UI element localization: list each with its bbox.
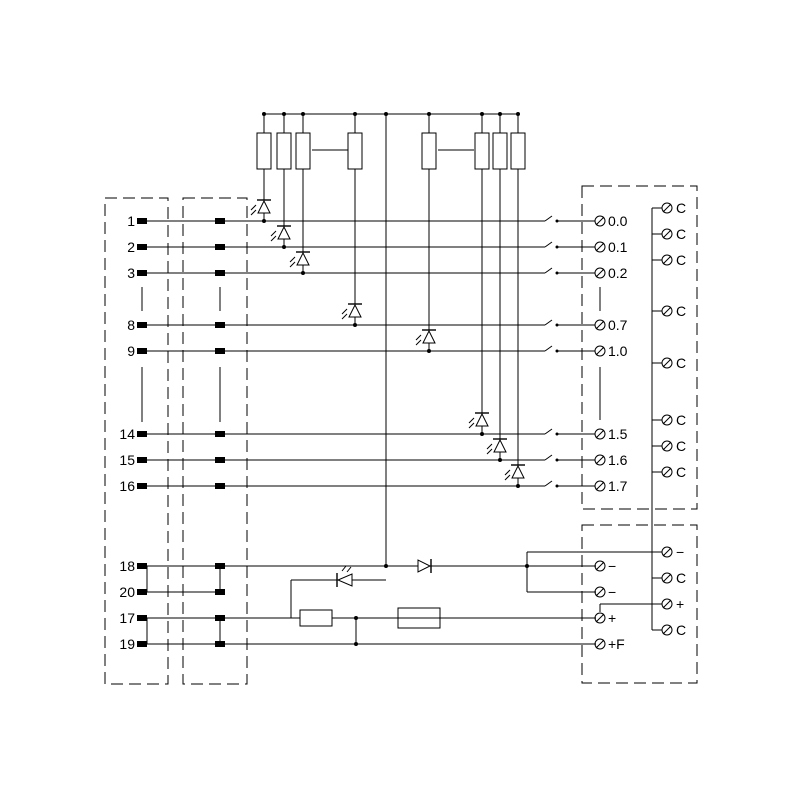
pin-pad	[215, 348, 225, 354]
common-terminal-label: C	[676, 438, 686, 454]
resistor	[276, 132, 292, 170]
status-led	[493, 438, 507, 453]
power-section	[147, 551, 660, 646]
pin-label: 14	[119, 426, 135, 442]
pin-pad	[137, 483, 147, 489]
status-led	[257, 199, 271, 214]
pin-pad	[137, 589, 147, 595]
right-power-terminal-label: C	[676, 570, 686, 586]
status-led	[296, 251, 310, 266]
pin-pad	[215, 431, 225, 437]
resistor	[347, 132, 363, 170]
status-led	[277, 225, 291, 240]
pin-pad	[137, 615, 147, 621]
left-connector-housing	[104, 197, 169, 685]
power-terminal-label: +F	[608, 636, 625, 652]
io-terminal-label: 0.2	[608, 265, 628, 281]
pin-pad	[215, 322, 225, 328]
pin-label: 16	[119, 478, 135, 494]
status-led	[511, 464, 525, 479]
signal-rows	[137, 169, 606, 650]
pin-label: 1	[127, 213, 135, 229]
status-led	[422, 329, 436, 344]
pin-label: 9	[127, 343, 135, 359]
common-terminal-label: C	[676, 464, 686, 480]
resistor	[295, 132, 311, 170]
pin-label: 18	[119, 558, 135, 574]
common-terminal-label: C	[676, 226, 686, 242]
resistor	[474, 132, 490, 170]
power-terminal-block	[581, 524, 698, 684]
common-column	[651, 202, 673, 636]
power-diode	[417, 559, 432, 573]
io-terminal-label: 1.0	[608, 343, 628, 359]
pin-pad	[137, 244, 147, 250]
power-terminal-label: +	[608, 610, 616, 626]
pin-label: 17	[119, 610, 135, 626]
resistor	[492, 132, 508, 170]
common-terminal-label: C	[676, 355, 686, 371]
pin-pad	[137, 641, 147, 647]
status-led	[475, 412, 489, 427]
common-terminal-label: C	[676, 200, 686, 216]
status-led	[348, 303, 362, 318]
right-power-terminal-label: C	[676, 622, 686, 638]
left-mating-housing	[182, 197, 248, 685]
pin-pad	[215, 457, 225, 463]
pin-label: 3	[127, 265, 135, 281]
common-terminal-label: C	[676, 303, 686, 319]
common-terminal-label: C	[676, 412, 686, 428]
power-terminal-label: −	[608, 584, 616, 600]
power-terminal-label: −	[608, 558, 616, 574]
io-terminal-label: 1.7	[608, 478, 628, 494]
power-resistor	[299, 609, 333, 627]
pin-pad	[215, 483, 225, 489]
resistor	[421, 132, 437, 170]
io-terminal-label: 0.7	[608, 317, 628, 333]
common-terminal-label: C	[676, 252, 686, 268]
pin-pad	[137, 218, 147, 224]
pin-label: 20	[119, 584, 135, 600]
power-led	[336, 573, 353, 587]
io-terminal-label: 1.5	[608, 426, 628, 442]
pin-pad	[137, 563, 147, 569]
io-terminal-label: 1.6	[608, 452, 628, 468]
labels: 0.0 1 0.1 2 0.2 3 0.7 8 1.0 9 1.5 14 1.6 15 1.7 16 18 20 1…	[119, 200, 686, 652]
pin-pad	[137, 431, 147, 437]
pin-pad	[137, 322, 147, 328]
resistor-bank	[256, 112, 526, 566]
io-terminal-label: 0.0	[608, 213, 628, 229]
io-terminal-block	[581, 185, 698, 510]
pin-pad	[215, 218, 225, 224]
right-power-terminal-label: +	[676, 596, 684, 612]
pin-pad	[215, 270, 225, 276]
pin-pad	[137, 348, 147, 354]
pin-pad	[215, 244, 225, 250]
pin-label: 2	[127, 239, 135, 255]
pin-pad	[137, 457, 147, 463]
pin-label: 8	[127, 317, 135, 333]
io-terminal-label: 0.1	[608, 239, 628, 255]
pin-label: 19	[119, 636, 135, 652]
resistor	[256, 132, 272, 170]
pin-label: 15	[119, 452, 135, 468]
resistor	[510, 132, 526, 170]
enclosures	[104, 185, 698, 685]
pin-pad	[137, 270, 147, 276]
right-power-terminal-label: −	[676, 544, 684, 560]
